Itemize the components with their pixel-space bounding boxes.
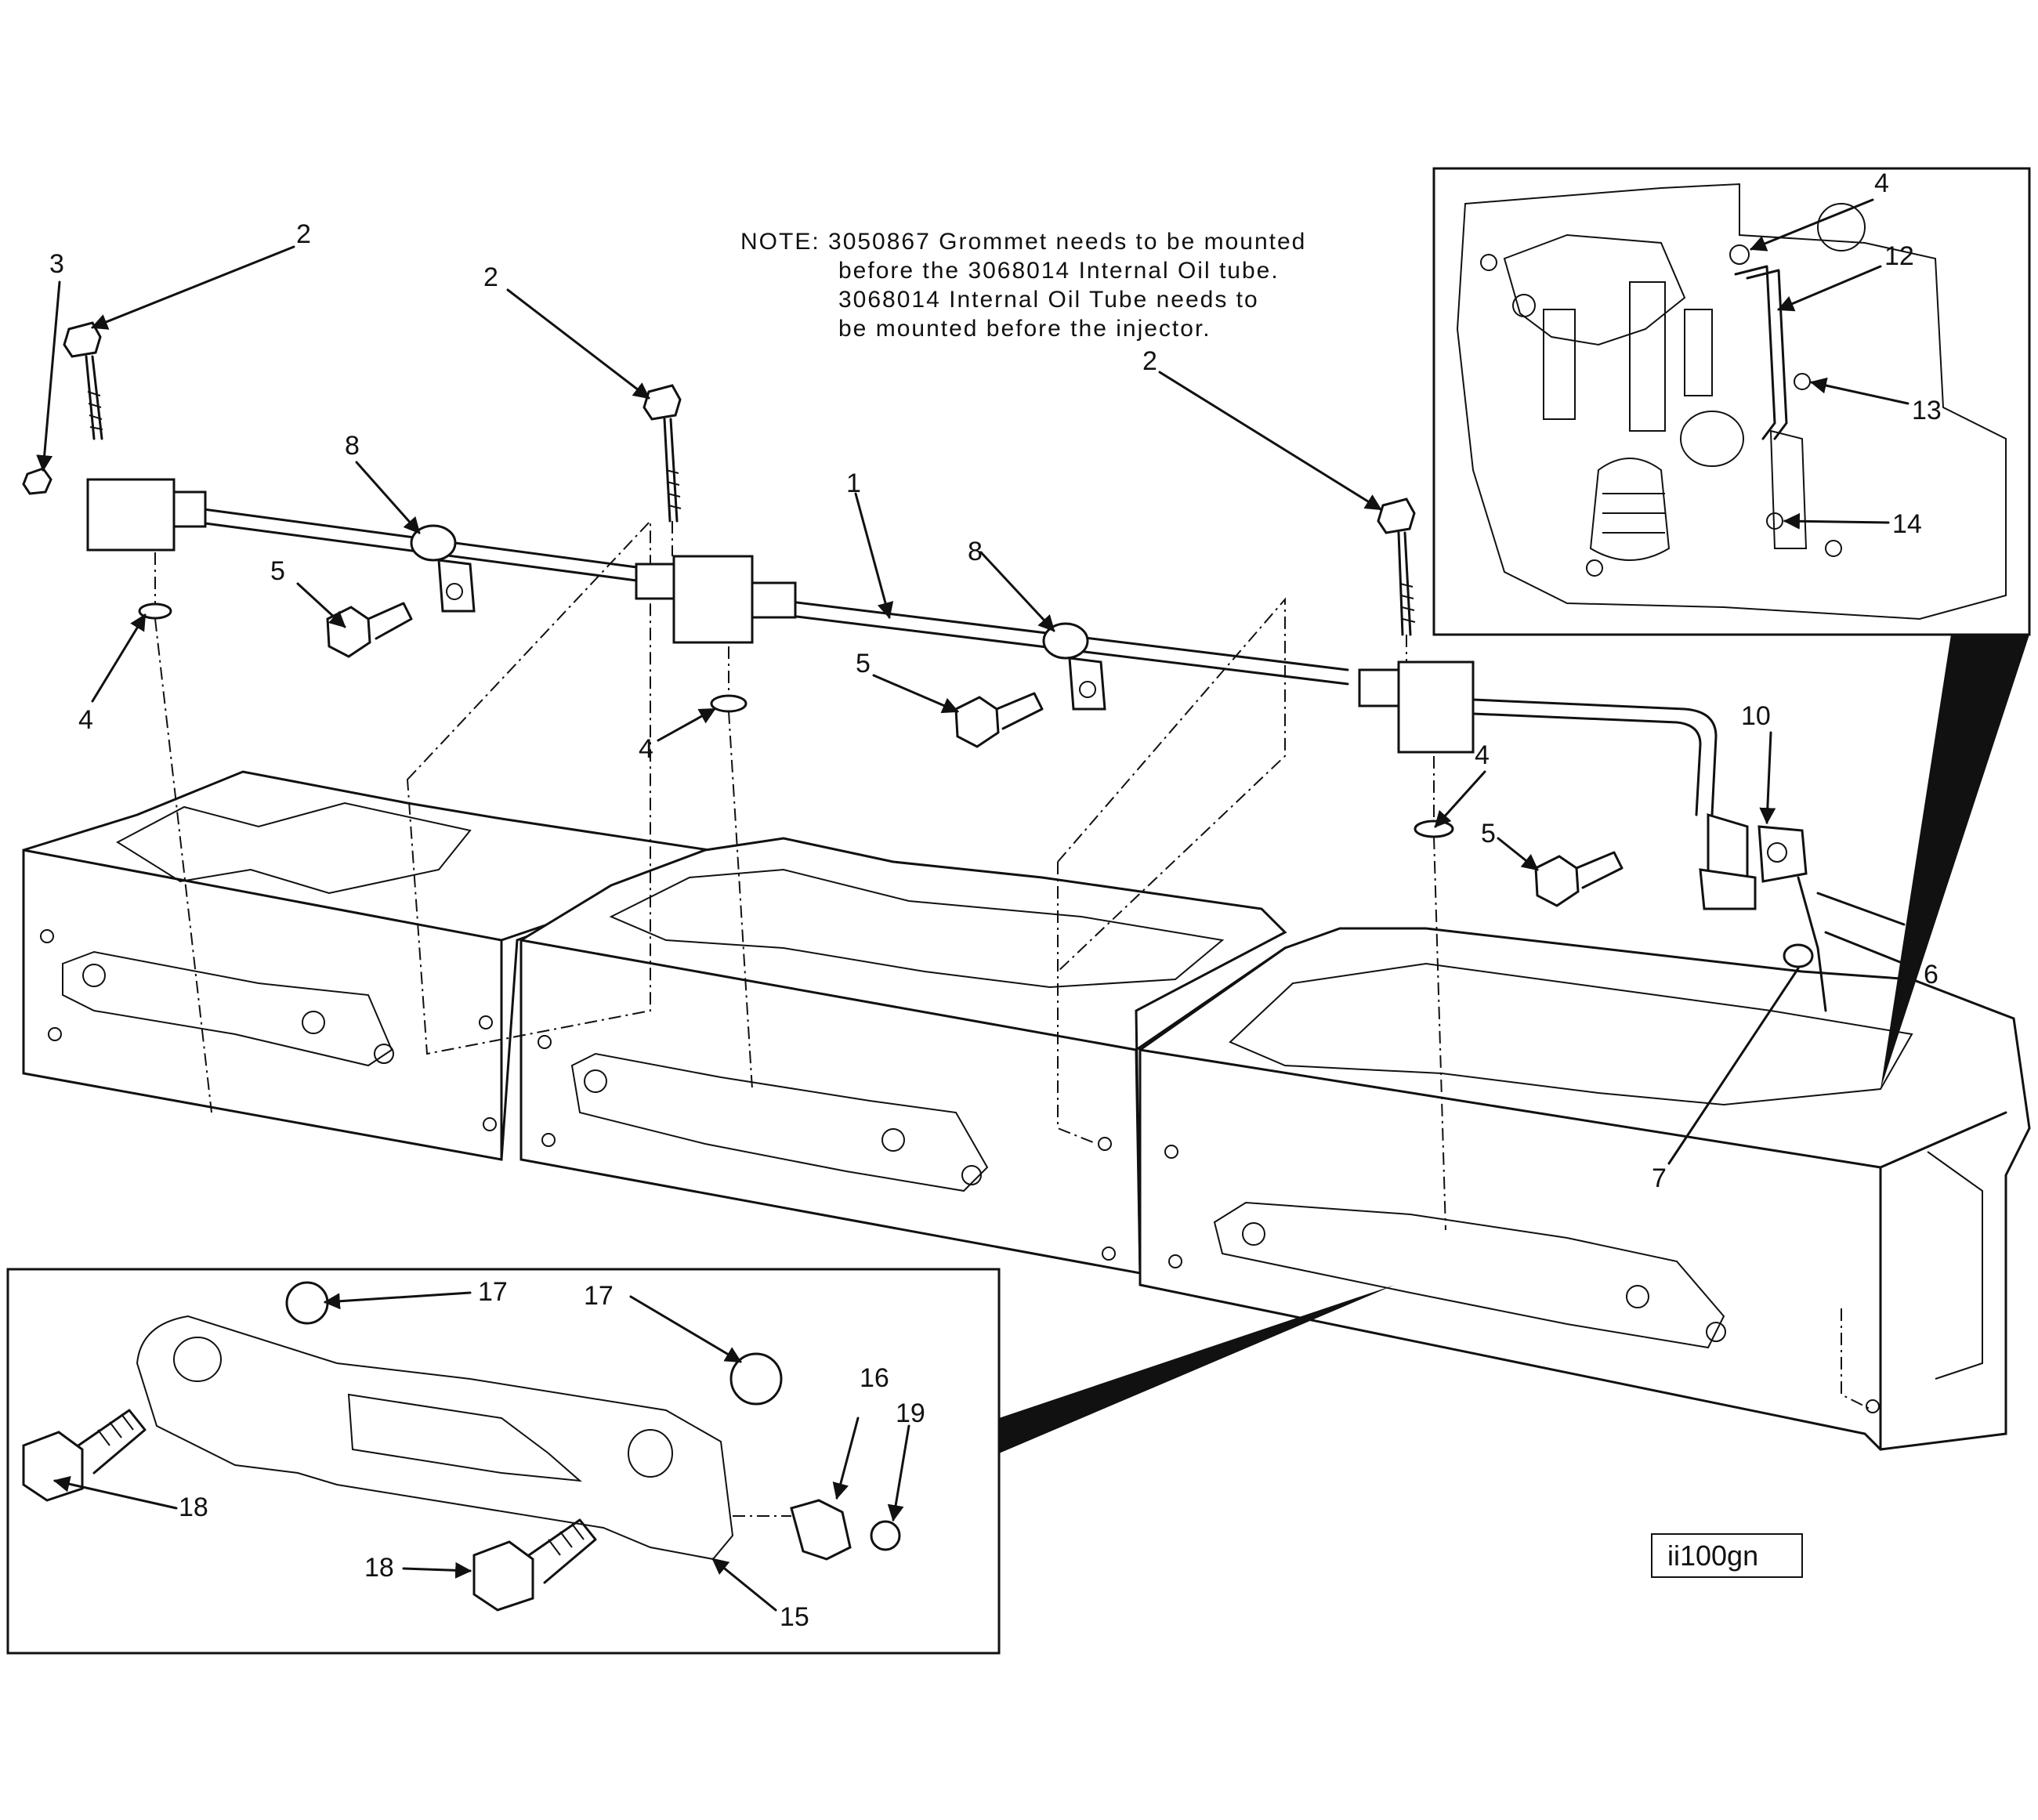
- tube-clamp-2: [1042, 622, 1089, 660]
- plug-16: [733, 1499, 852, 1561]
- pipe-plug: [22, 467, 52, 495]
- callout-5a: 5: [270, 556, 285, 586]
- capscrew-left: [63, 321, 103, 440]
- fitting-block-left: [86, 478, 176, 552]
- callout-8b: 8: [968, 537, 983, 566]
- callout-4a: 4: [78, 705, 93, 735]
- callout-18b: 18: [364, 1553, 394, 1583]
- inset-seal-ring: [1729, 244, 1750, 265]
- callout-15: 15: [780, 1602, 809, 1632]
- callout-18a: 18: [179, 1493, 208, 1522]
- callout-7: 7: [1652, 1163, 1667, 1193]
- inset-injector-detail: [1432, 167, 2031, 636]
- inset-pointer-bottom: [999, 1285, 1395, 1453]
- callout-19: 19: [896, 1398, 925, 1428]
- callout-13: 13: [1912, 396, 1942, 425]
- callout-12: 12: [1884, 241, 1914, 271]
- callout-2c: 2: [1142, 346, 1157, 376]
- callout-4b: 4: [639, 734, 653, 764]
- callout-10: 10: [1741, 701, 1771, 731]
- inset-pointer-top: [1881, 635, 2029, 1089]
- note-line-4: be mounted before the injector.: [838, 316, 1211, 342]
- callout-2a: 2: [296, 219, 311, 249]
- ball-19: [870, 1520, 901, 1551]
- dowel-pin: [1783, 943, 1814, 968]
- alignment-line-1: [154, 552, 212, 1113]
- oil-supply-tube: [86, 478, 1757, 910]
- figure-id-box: ii100gn: [1651, 1533, 1803, 1578]
- callout-1: 1: [846, 469, 861, 498]
- callout-16: 16: [860, 1363, 889, 1393]
- callout-8a: 8: [345, 431, 360, 461]
- alignment-line-2: [728, 646, 753, 1090]
- tube-bracket: [1757, 825, 1906, 1012]
- inset-rocker-housing-detail: [6, 1268, 1001, 1655]
- callout-4d: 4: [1874, 168, 1889, 198]
- callout-6: 6: [1924, 960, 1938, 990]
- capscrew-middle: [643, 384, 682, 523]
- seal-ring-3: [1414, 820, 1454, 838]
- hex-screw-3: [1534, 851, 1624, 907]
- hex-screw-2: [954, 692, 1044, 748]
- note-line-2: before the 3068014 Internal Oil tube.: [838, 258, 1280, 284]
- callout-17b: 17: [584, 1281, 614, 1311]
- hex-screw-1: [326, 602, 413, 658]
- fitting-block-middle: [672, 555, 754, 644]
- figure-id: ii100gn: [1667, 1540, 1758, 1572]
- callout-3: 3: [49, 249, 64, 279]
- dash-outline-2: [1057, 597, 1286, 972]
- callout-4c: 4: [1475, 740, 1490, 770]
- hollow-bolt-2: [472, 1518, 597, 1612]
- capscrew-right: [1377, 498, 1416, 636]
- callout-5c: 5: [1481, 819, 1496, 848]
- seal-ring-2: [710, 694, 748, 713]
- note-line-3: 3068014 Internal Oil Tube needs to: [838, 287, 1259, 313]
- callout-5b: 5: [856, 649, 871, 678]
- seal-ring-1: [138, 602, 172, 620]
- cylinder-head-2: [519, 837, 1287, 1275]
- o-ring-1: [285, 1281, 329, 1325]
- dash-outline-1: [406, 519, 651, 1055]
- tube-clamp-1: [410, 524, 457, 562]
- inset-o-ring: [1766, 512, 1783, 530]
- callout-17a: 17: [478, 1277, 508, 1307]
- callout-labels: 1 2 2 2 3 4 4 4 4 5 5 5 6 7 8 8 10 12 13…: [49, 168, 1942, 1632]
- callout-2b: 2: [483, 262, 498, 292]
- assembly-note: NOTE: 3050867 Grommet needs to be mounte…: [740, 229, 1306, 342]
- alignment-line-3: [1433, 756, 1446, 1231]
- callout-14: 14: [1892, 509, 1922, 539]
- o-ring-2: [729, 1352, 783, 1406]
- fitting-block-right: [1397, 660, 1475, 754]
- cylinder-head-3: [1138, 927, 2031, 1451]
- note-line-1: NOTE: 3050867 Grommet needs to be mounte…: [740, 229, 1306, 255]
- callout-leaders: [36, 198, 1909, 1612]
